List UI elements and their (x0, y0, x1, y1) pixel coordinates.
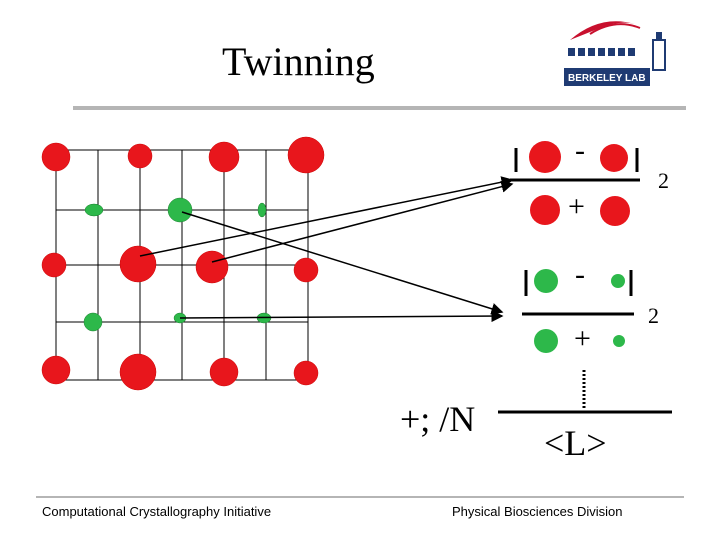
arrow (181, 211, 504, 315)
berkeley-lab-logo: BERKELEY LAB (560, 14, 690, 94)
eq2-exponent: 2 (648, 303, 659, 328)
atom-green (84, 203, 104, 217)
footer-divider (36, 496, 684, 498)
atom-green (257, 202, 267, 218)
atom-green (167, 197, 193, 223)
atom-red (209, 357, 239, 387)
eq1-minus: - (575, 134, 585, 167)
logo-text: BERKELEY LAB (568, 73, 646, 84)
atom-red (41, 355, 71, 385)
atom-red (293, 360, 319, 386)
lattice-grid (55, 149, 309, 381)
berkeley-lab-logo-icon: BERKELEY LAB (564, 21, 666, 86)
atom-red (287, 136, 325, 174)
page-title: Twinning (222, 39, 375, 84)
atom-red (293, 257, 319, 283)
h-label: +; /N (400, 399, 476, 439)
atom-red (41, 252, 67, 278)
atom-green (83, 312, 103, 332)
atom-red (208, 141, 240, 173)
eq1-plus: + (568, 190, 585, 223)
arrow (211, 180, 514, 263)
title-divider (73, 106, 686, 110)
eq1-exponent: 2 (658, 168, 669, 193)
footer-right-text: Physical Biosciences Division (452, 504, 623, 519)
atom-red (119, 353, 157, 391)
arrow (179, 310, 504, 323)
footer-left-text: Computational Crystallography Initiative (42, 504, 272, 519)
atom-red (127, 143, 153, 169)
eq2-plus: + (574, 322, 591, 355)
atom-red (119, 245, 157, 283)
atom-red (195, 250, 229, 284)
equation-2 (522, 269, 634, 353)
l-label: <L> (544, 423, 607, 463)
arrow (139, 176, 514, 257)
atom-red (41, 142, 71, 172)
eq2-minus: - (575, 258, 585, 291)
equation-1 (510, 141, 640, 226)
